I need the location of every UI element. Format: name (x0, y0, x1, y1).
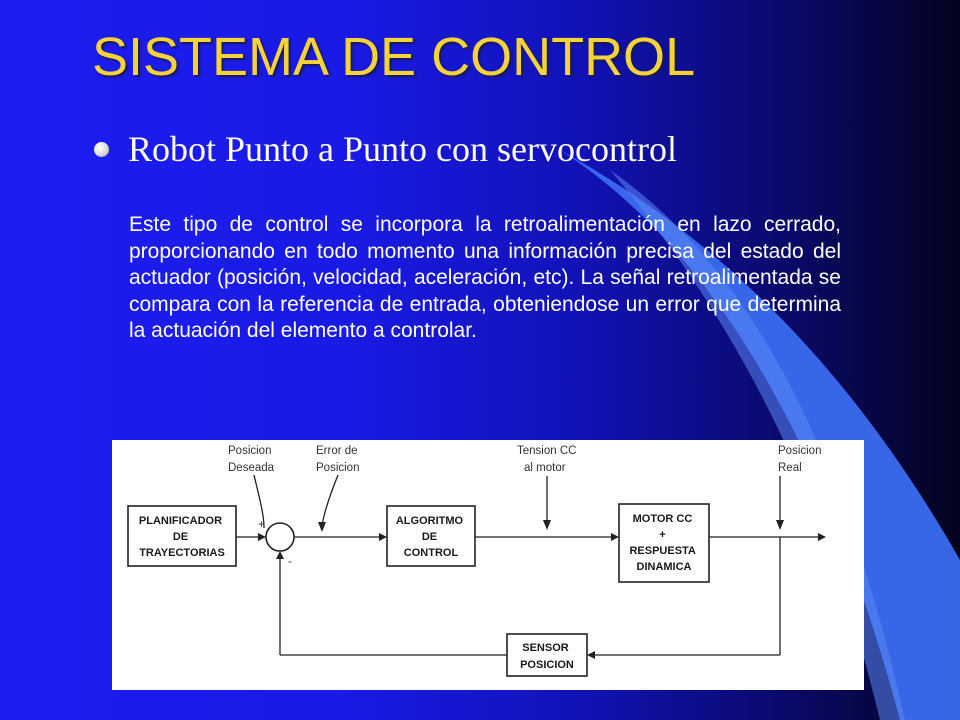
svg-text:SENSOR POSICION: SENSOR POSICION (520, 642, 574, 671)
bullet-item: Robot Punto a Punto con servocontrol (94, 128, 677, 170)
label-error-posicion: Error de Posicion (316, 445, 361, 474)
label-tension-cc: Tension CC al motor (517, 445, 580, 474)
label-posicion-real: Posicion Real (778, 445, 825, 474)
svg-text:PLANIFICADOR DE: PLANIFICADOR DE TRAYECTORIAS (139, 515, 225, 559)
slide-title: SISTEMA DE CONTROL (92, 27, 696, 87)
svg-text:+: + (258, 519, 265, 531)
bullet-dot-icon (94, 141, 109, 157)
svg-text:-: - (288, 556, 292, 568)
svg-text:MOTOR CC + RES: MOTOR CC + RESPUESTA DINAMICA (629, 513, 698, 573)
svg-text:ALGORITMO DE C: ALGORITMO DE CONTROL (396, 515, 466, 559)
arrow-posicion-deseada (253, 474, 265, 529)
label-posicion-deseada: Posicion Deseada (228, 445, 275, 474)
block-motor (618, 503, 710, 583)
body-paragraph: Este tipo de control se incorpora la ret… (129, 213, 841, 342)
control-block-diagram: Posicion Deseada Error de Posicion Tensi… (112, 440, 864, 690)
block-algoritmo (386, 505, 476, 567)
block-planificador (127, 505, 237, 567)
arrow-error-posicion (321, 474, 339, 527)
bullet-text: Robot Punto a Punto con servocontrol (128, 129, 677, 169)
summing-junction (265, 522, 295, 552)
